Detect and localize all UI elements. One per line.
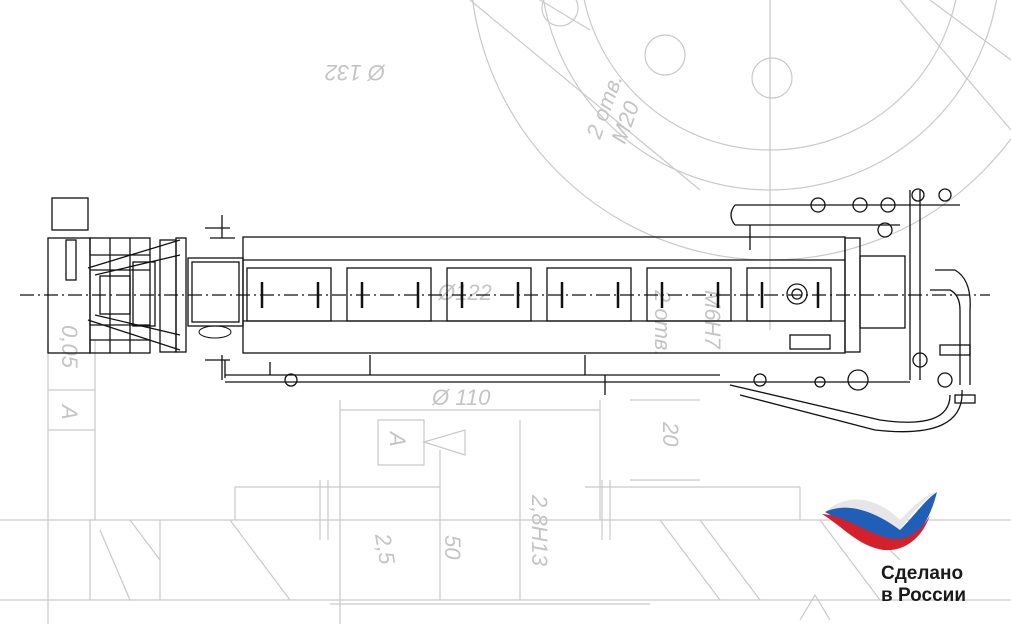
- dim-20: 20: [658, 421, 683, 447]
- frame: [89, 237, 151, 354]
- logo-white-wave: [825, 492, 937, 530]
- dim-d132: Ø 132: [325, 60, 386, 85]
- bolt-hole: [644, 34, 686, 76]
- dim-2-8h13: 2,8H13: [527, 494, 552, 567]
- dim-d122: Ø122: [437, 280, 492, 305]
- inspection-window: [746, 267, 832, 322]
- logo-blue-wave: [825, 492, 937, 545]
- inspection-window: [546, 267, 632, 322]
- logo-red-wave: [822, 514, 930, 551]
- inspection-window: [346, 267, 432, 322]
- bolt-hole: [751, 57, 793, 99]
- motor: [51, 197, 89, 231]
- section-a-label-left: A: [57, 403, 82, 420]
- logo-line-1: Сделано: [881, 563, 964, 584]
- inspection-window: [246, 267, 332, 322]
- dim-d110: Ø 110: [431, 385, 491, 410]
- dim-m6h7: M6H7: [700, 290, 725, 349]
- dim-2-5: 2,5: [370, 531, 400, 567]
- dim-50: 50: [440, 535, 465, 560]
- inspection-window: [646, 267, 732, 322]
- logo-text: Сделано в России: [881, 563, 966, 607]
- dim-0-05: 0,05: [57, 325, 82, 369]
- bolt-hole: [541, 0, 579, 27]
- section-a-label: A: [385, 430, 410, 447]
- inspection-window: [446, 267, 532, 322]
- logo-line-2: в России: [881, 585, 967, 606]
- end-bearing: [859, 255, 906, 329]
